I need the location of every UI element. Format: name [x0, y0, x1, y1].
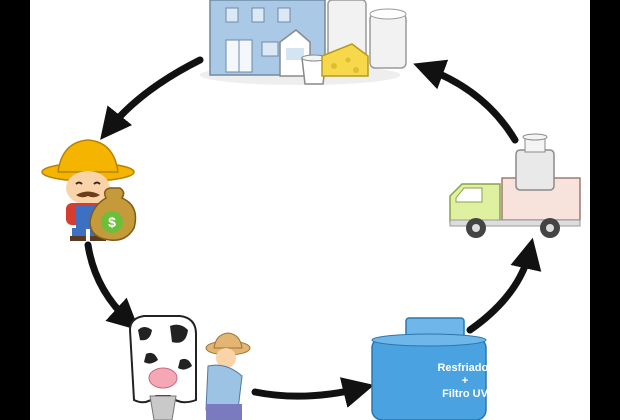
arrow-factory-to-farmer: [100, 56, 204, 140]
tank-label-line2: +: [461, 375, 469, 387]
arrow-farmer-to-milking: [84, 241, 140, 331]
money-bag-icon: $: [89, 187, 137, 241]
tank-label-line1: Resfriador: [437, 362, 493, 374]
milk-cycle-diagram: $: [41, 0, 581, 420]
arrow-truck-to-factory: [413, 59, 519, 144]
tank-label-line3: Filtro UV: [442, 388, 488, 400]
factory-icon: [200, 0, 407, 85]
diagram-canvas: $: [30, 0, 590, 420]
milk-truck-icon: [449, 133, 581, 238]
arrow-tank-to-truck: [466, 237, 542, 334]
arrow-milking-to-tank: [251, 377, 375, 408]
cow-milking-icon: [128, 315, 251, 420]
flow-arrows: [84, 56, 542, 408]
milk-tank-icon: [371, 317, 487, 420]
money-symbol: $: [108, 214, 116, 230]
tank-label: Resfriador + Filtro UV: [410, 362, 520, 401]
